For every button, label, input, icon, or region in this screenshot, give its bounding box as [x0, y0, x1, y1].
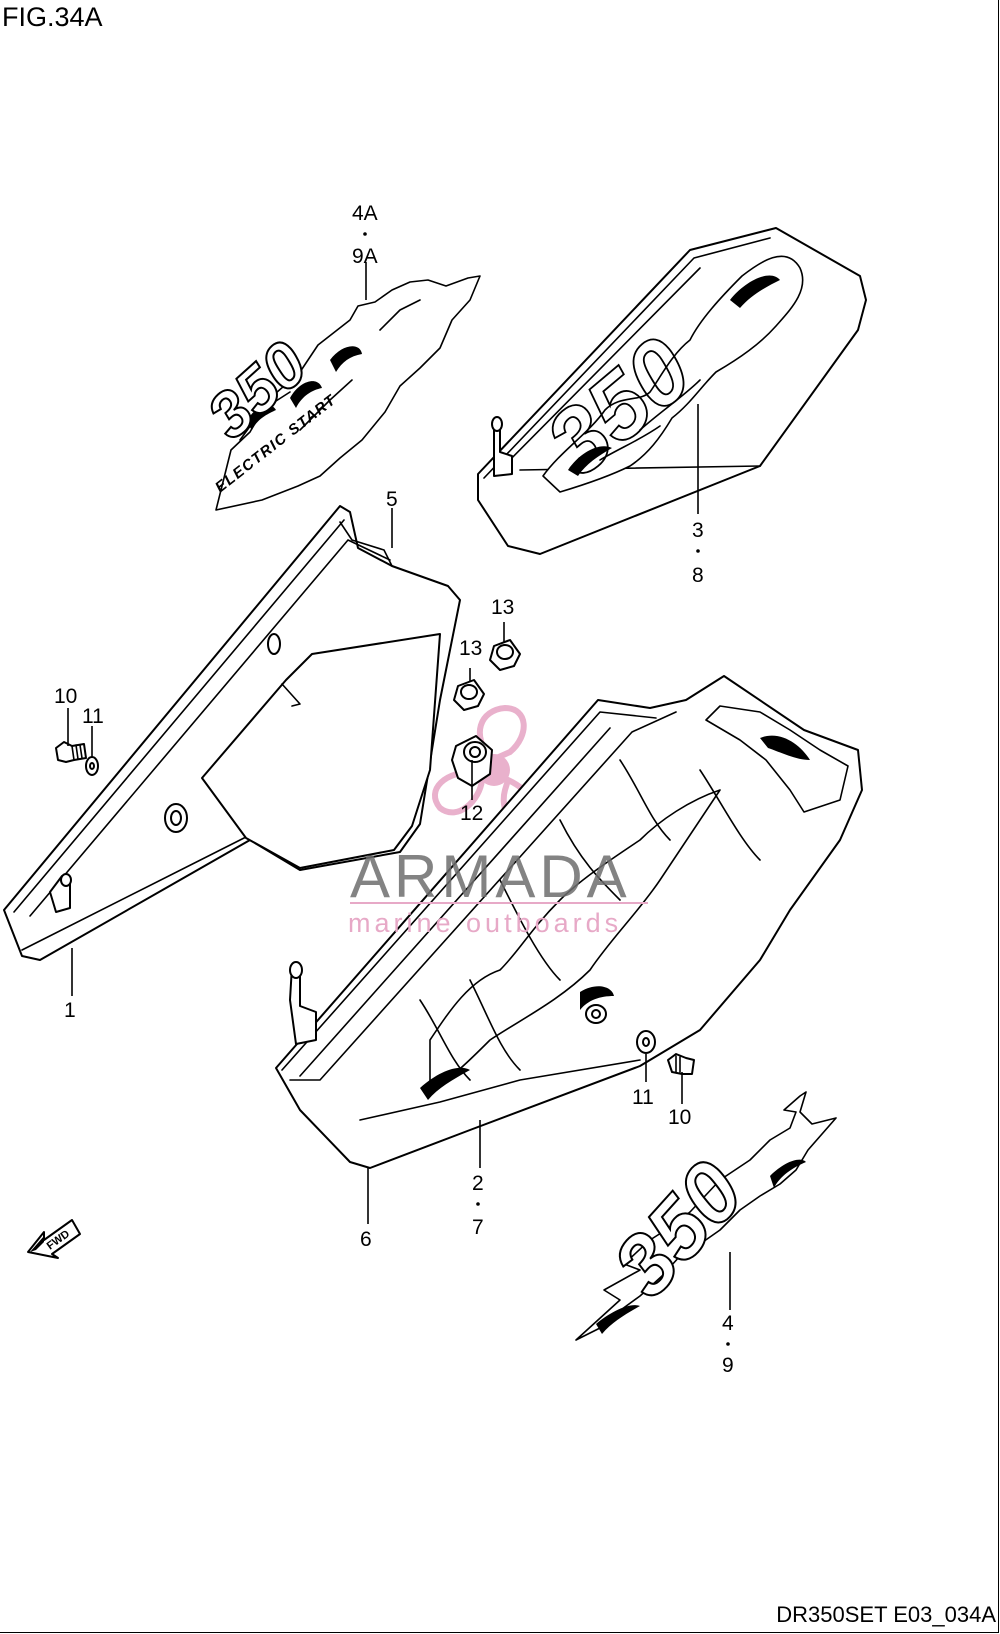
callout-dot-2-7: [476, 1202, 480, 1206]
callout-9: 9: [722, 1354, 734, 1377]
callout-10-left: 10: [54, 685, 77, 708]
washer-11-left: [85, 756, 99, 776]
callout-10-right: 10: [668, 1106, 691, 1129]
callout-13-upper: 13: [491, 596, 514, 619]
callout-4a: 4A: [352, 202, 378, 225]
watermark-name: ARMADA: [350, 843, 631, 910]
side-cover-right-lower: [275, 675, 863, 1169]
callout-6: 6: [360, 1228, 372, 1251]
callout-2: 2: [472, 1172, 484, 1195]
drawing-code: DR350SET E03_034A: [776, 1602, 996, 1627]
callout-dot-4a-9a: [363, 232, 367, 236]
side-cover-left: [3, 505, 461, 961]
callout-3: 3: [692, 519, 704, 542]
grommet-13-lower: [453, 679, 485, 711]
callout-9a: 9A: [352, 245, 378, 268]
decal-350-electric-start: ELECTRIC START 350: [192, 275, 481, 511]
grommet-13-upper: [489, 639, 521, 671]
figure-title: FIG.34A: [2, 2, 103, 32]
leader-lines: [67, 262, 731, 1310]
screw-10-right: [667, 1053, 695, 1075]
callout-7: 7: [472, 1216, 484, 1239]
washer-11-right: [636, 1030, 656, 1054]
decal-350-lower: 350: [575, 1091, 837, 1341]
forward-direction-arrow: FWD: [27, 1219, 81, 1259]
armada-watermark: ARMADA marine outboards: [348, 843, 648, 938]
callout-labels: 4A 9A 3 8 5 13 13 10 11 12 1 11 10 2 7 6…: [54, 202, 734, 1377]
screw-10-left: [55, 741, 87, 763]
callout-4: 4: [722, 1312, 734, 1335]
callout-11-left: 11: [82, 705, 104, 728]
side-cover-right-upper: 350: [477, 227, 867, 555]
callout-11-right: 11: [632, 1086, 654, 1109]
callout-dot-3-8: [696, 549, 700, 553]
callout-12: 12: [460, 802, 483, 825]
callout-13-lower: 13: [459, 637, 482, 660]
watermark-tagline: marine outboards: [348, 908, 622, 938]
callout-5: 5: [386, 488, 398, 511]
callout-dot-4-9: [726, 1342, 730, 1346]
callout-8: 8: [692, 564, 704, 587]
callout-1: 1: [64, 999, 76, 1022]
